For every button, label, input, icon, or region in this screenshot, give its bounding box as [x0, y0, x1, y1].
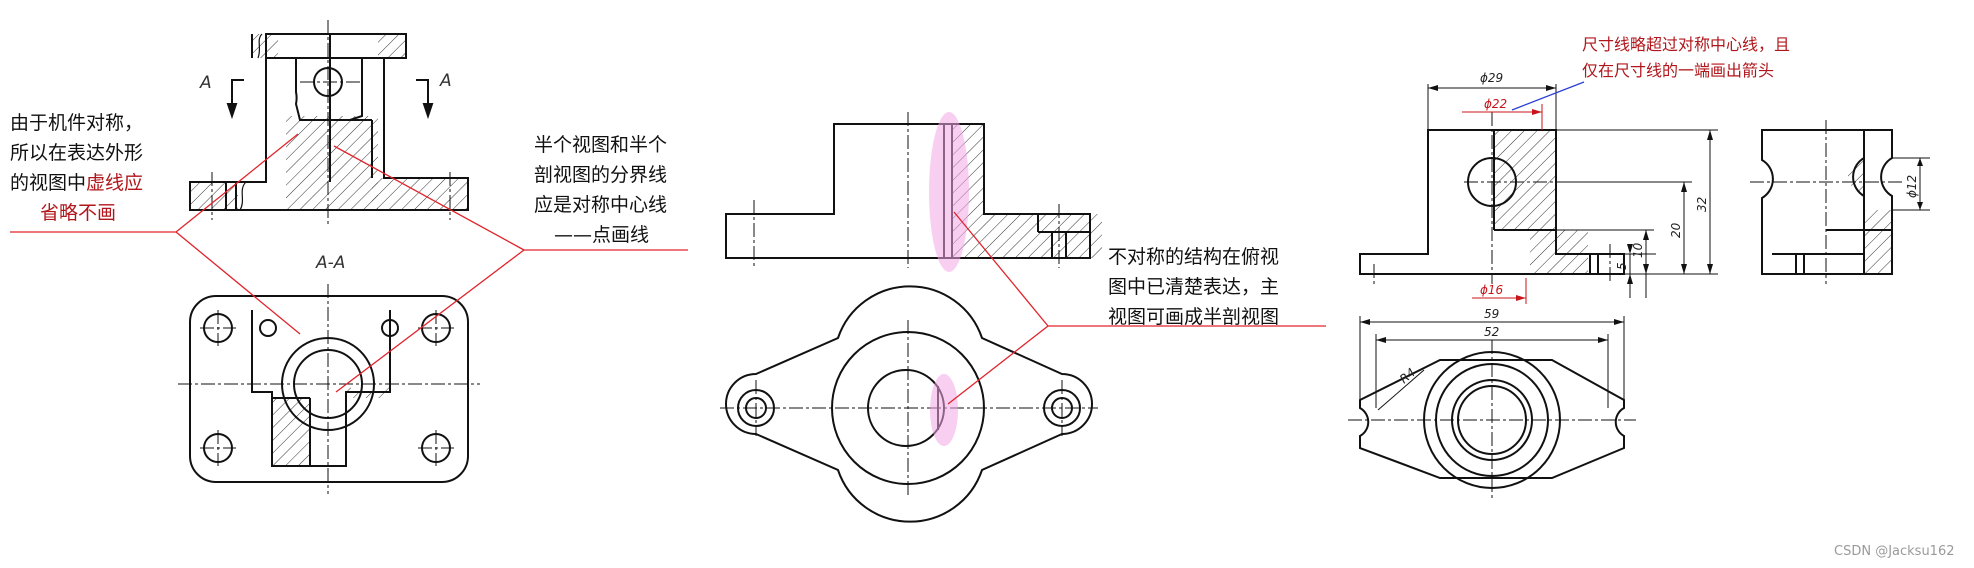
dim-d16: ϕ16 [1480, 283, 1504, 297]
note-left-line3: 的视图中虚线应 [10, 168, 143, 198]
middle-top-centerlines [720, 320, 1098, 496]
middle-front-centerlines [753, 112, 1060, 268]
note-middle-line3: 应是对称中心线 [534, 194, 668, 216]
note-right-line1: 不对称的结构在俯视 [1108, 246, 1280, 268]
middle-top-view [725, 285, 1093, 523]
section-title: A-A [315, 253, 345, 273]
section-a-a-centerlines [178, 284, 480, 494]
cut-label-right: A [439, 71, 452, 91]
note-middle-line4: ——点画线 [554, 224, 650, 246]
dim-h5: 5 [1615, 262, 1629, 270]
highlight-boundary [929, 112, 969, 272]
top-dimensions [1359, 316, 1625, 411]
note-left-line3-a: 的视图中 [10, 172, 87, 194]
cut-label-left: A [199, 73, 212, 93]
right-dimension-arrows [1428, 85, 1713, 284]
highlight-keyway [930, 374, 958, 446]
leader-lines-left [10, 133, 688, 393]
watermark: CSDN @Jacksu162 [1834, 544, 1955, 559]
middle-front-half-section [725, 123, 1102, 259]
note-middle-line1: 半个视图和半个 [534, 134, 668, 156]
right-front-centerlines [1373, 112, 1620, 284]
right-front-view [1359, 129, 1625, 275]
note-left-line2: 所以在表达外形 [10, 142, 144, 164]
front-half-section-view [189, 33, 469, 211]
note-left-line4: 省略不画 [40, 202, 117, 224]
note-left-line3-b: 虚线应 [86, 172, 144, 194]
dim-52: 52 [1484, 325, 1499, 339]
note-dimension-line2: 仅在尺寸线的一端画出箭头 [1582, 61, 1775, 80]
note-right: 不对称的结构在俯视 图中已清楚表达，主 视图可画成半剖视图 [1108, 242, 1279, 332]
dim-h20: 20 [1669, 222, 1683, 238]
note-middle-line2: 剖视图的分界线 [534, 164, 668, 186]
side-dimension [1892, 157, 1930, 211]
note-dimension-line1: 尺寸线略超过对称中心线，且 [1582, 35, 1791, 54]
dim-59: 59 [1484, 307, 1499, 321]
dim-h32: 32 [1695, 197, 1709, 212]
right-side-view [1761, 129, 1893, 275]
front-centerlines [211, 20, 451, 224]
dim-d29: ϕ29 [1480, 71, 1503, 85]
note-left-line1: 由于机件对称， [10, 112, 144, 134]
red-arrows [1516, 109, 1542, 301]
dim-d22: ϕ22 [1484, 97, 1507, 111]
cutting-plane-marks [226, 79, 434, 120]
note-left: 由于机件对称， 所以在表达外形 的视图中虚线应 省略不画 [10, 108, 143, 228]
note-right-line2: 图中已清楚表达，主 [1108, 276, 1280, 298]
dim-r4: R4 [1397, 365, 1418, 386]
leader-dimension-note [1511, 81, 1585, 111]
note-right-line3: 视图可画成半剖视图 [1108, 306, 1280, 328]
note-middle: 半个视图和半个 剖视图的分界线 应是对称中心线 ——点画线 [534, 130, 667, 250]
leader-lines-middle [947, 211, 1326, 405]
note-dimension: 尺寸线略超过对称中心线，且 仅在尺寸线的一端画出箭头 [1582, 32, 1790, 84]
dim-h10: 10 [1631, 242, 1645, 258]
right-side-centerlines [1750, 120, 1904, 284]
dim-d12: ϕ12 [1905, 175, 1919, 198]
right-top-centerlines [1348, 340, 1636, 500]
